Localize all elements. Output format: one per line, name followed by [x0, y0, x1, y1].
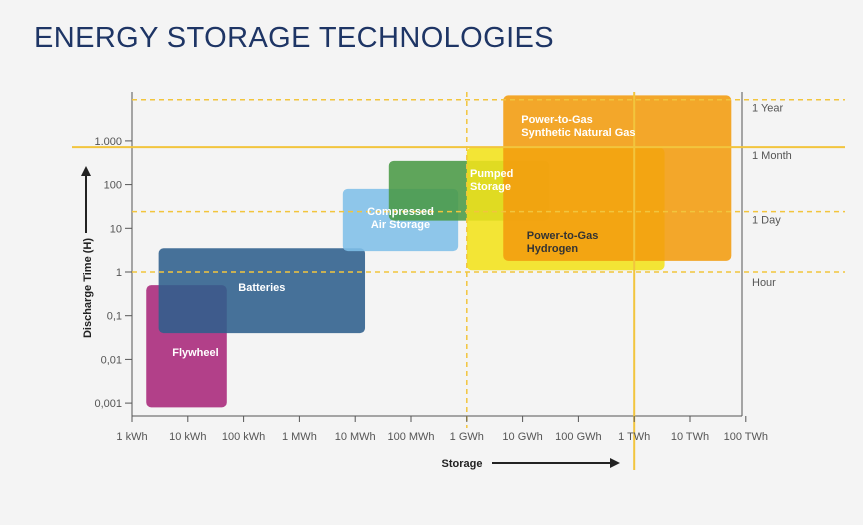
x-tick-label: 10 GWh: [502, 431, 542, 443]
x-tick-label: 100 MWh: [387, 431, 434, 443]
y-tick-label: 10: [110, 223, 122, 235]
x-tick-label: 10 kWh: [169, 431, 206, 443]
y-tick-label: 0,001: [94, 398, 122, 410]
ref-label-hour: Hour: [752, 277, 776, 289]
x-tick-label: 100 GWh: [555, 431, 601, 443]
y-tick-label: 1.000: [94, 136, 122, 148]
x-tick-label: 100 kWh: [222, 431, 265, 443]
x-axis-label: Storage: [442, 458, 483, 470]
x-tick-label: 1 MWh: [282, 431, 317, 443]
y-axis-label: Discharge Time (H): [82, 238, 94, 338]
y-tick-label: 100: [104, 180, 122, 192]
x-tick-label: 1 GWh: [450, 431, 484, 443]
region-power-to-gas-synthetic-natural-gas: [503, 95, 732, 261]
region-label-flywheel: Flywheel: [172, 347, 218, 359]
region-label-batteries: Batteries: [238, 282, 285, 294]
x-tick-label: 10 TWh: [671, 431, 709, 443]
y-tick-label: 1: [116, 267, 122, 279]
ref-label-1-month: 1 Month: [752, 150, 792, 162]
ref-label-1-day: 1 Day: [752, 215, 781, 227]
x-tick-label: 100 TWh: [724, 431, 768, 443]
region-batteries: [158, 248, 366, 334]
x-tick-label: 1 kWh: [116, 431, 147, 443]
page-title: ENERGY STORAGE TECHNOLOGIES: [34, 22, 555, 54]
x-tick-label: 10 MWh: [335, 431, 376, 443]
ref-label-1-year: 1 Year: [752, 103, 784, 115]
y-tick-label: 0,1: [107, 311, 122, 323]
y-tick-label: 0,01: [101, 354, 122, 366]
x-tick-label: 1 TWh: [618, 431, 650, 443]
